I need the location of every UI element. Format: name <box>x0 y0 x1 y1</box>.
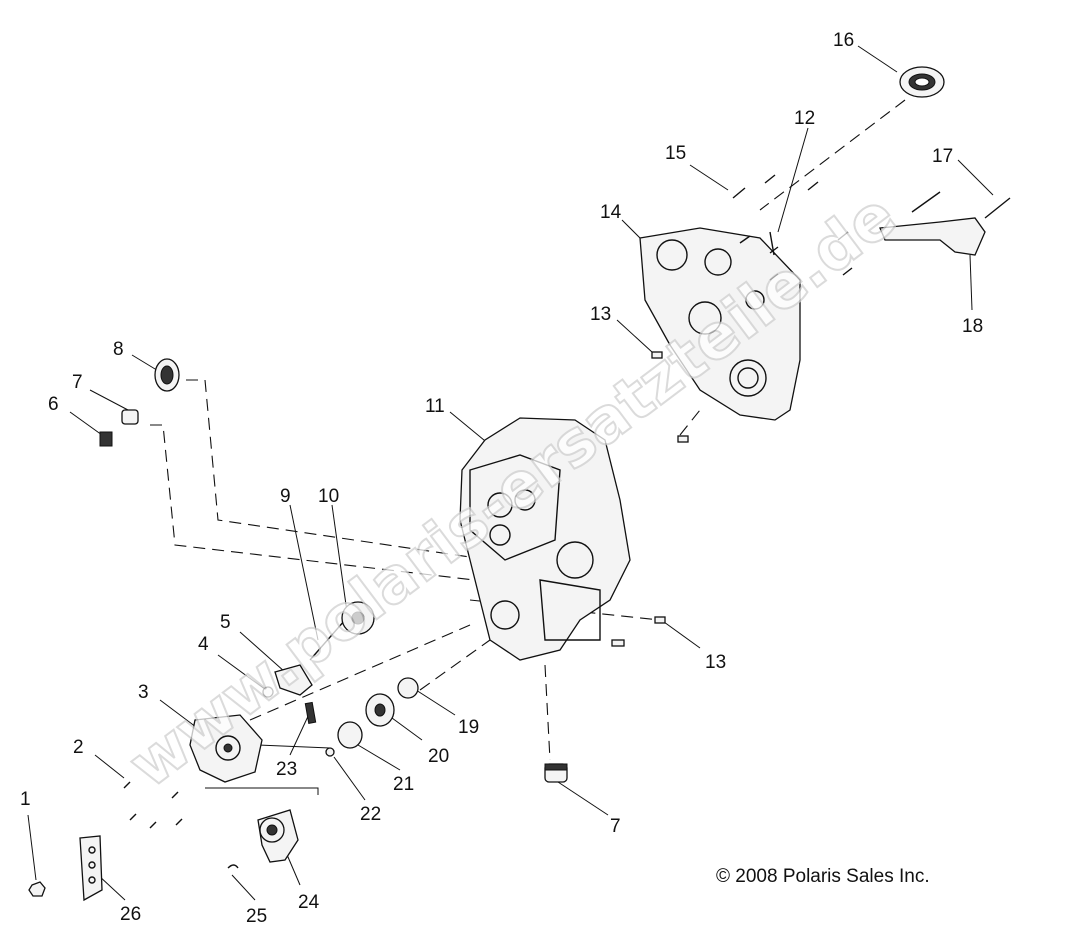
callout-6: 6 <box>48 394 59 415</box>
callout-2: 2 <box>73 737 84 758</box>
callout-26: 26 <box>120 904 141 925</box>
callout-21: 21 <box>393 774 414 795</box>
left-seal-and-plug <box>99 358 180 447</box>
cover-bolts <box>732 174 1011 281</box>
callout-3: 3 <box>138 682 149 703</box>
drain-plug <box>544 763 568 783</box>
watermark-text: www.polaris-ersatzteile.de <box>115 178 909 802</box>
callout-13: 13 <box>590 304 611 325</box>
callout-1: 1 <box>20 789 31 810</box>
callout-13: 13 <box>705 652 726 673</box>
callout-17: 17 <box>932 146 953 167</box>
shift-components <box>262 601 419 757</box>
callout-19: 19 <box>458 717 479 738</box>
callout-9: 9 <box>280 486 291 507</box>
callouts: 1 2 3 4 5 6 7 8 9 10 11 12 13 13 14 15 1… <box>20 30 983 927</box>
callout-20: 20 <box>428 746 449 767</box>
callout-24: 24 <box>298 892 320 913</box>
dowel-pins <box>611 351 689 647</box>
callout-14: 14 <box>600 202 622 223</box>
callout-15: 15 <box>665 143 686 164</box>
seal-16 <box>899 66 945 98</box>
callout-4: 4 <box>198 634 209 655</box>
lower-left-parts <box>28 809 299 902</box>
callout-10: 10 <box>318 486 339 507</box>
callout-25: 25 <box>246 906 267 927</box>
copyright-notice: © 2008 Polaris Sales Inc. <box>716 866 930 887</box>
callout-22: 22 <box>360 804 381 825</box>
callout-18: 18 <box>962 316 983 337</box>
callout-11: 11 <box>425 396 445 417</box>
callout-12: 12 <box>794 108 815 129</box>
pump-bolts <box>123 781 183 829</box>
callout-7: 7 <box>610 816 621 837</box>
callout-16: 16 <box>833 30 854 51</box>
main-gearcase <box>459 417 631 661</box>
callout-8: 8 <box>113 339 124 360</box>
callout-23: 23 <box>276 759 297 780</box>
right-gearcase-cover <box>639 227 801 421</box>
bracket-18 <box>879 217 986 256</box>
callout-5: 5 <box>220 612 231 633</box>
callout-7: 7 <box>72 372 83 393</box>
oil-pump <box>189 714 263 783</box>
